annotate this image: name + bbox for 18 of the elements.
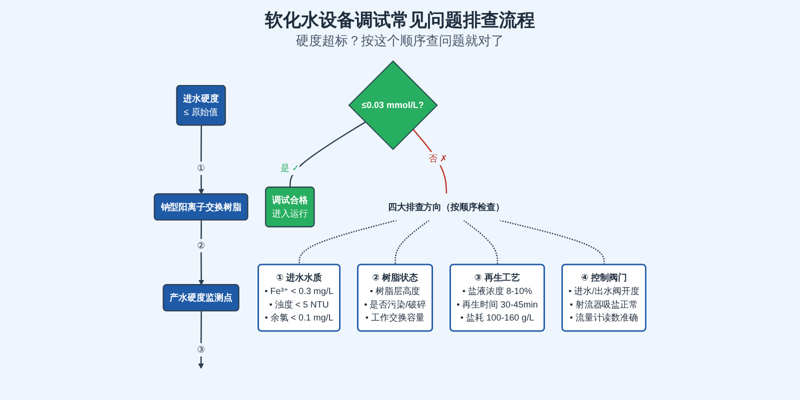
connector [290,122,366,188]
edge-label: 是 ✓ [280,162,300,174]
edge-label: ③ [197,344,206,355]
arrow [198,125,204,194]
connector [463,220,498,265]
edge-label: ② [197,240,206,250]
edge-label: 否 ✗ [428,153,448,164]
edge-label: ① [197,162,206,174]
connector [500,220,605,265]
connector [412,128,448,194]
subtitle: 硬度超标？按这个顺序查问题就对了 [296,32,504,50]
connector [298,220,397,265]
arrow [198,311,204,369]
arrow [198,220,204,286]
node-diamond: ≤0.03 mmol/L? [348,60,438,150]
node-text: 四大排查方向（按顺序检查） [388,202,504,212]
diagram-title: 软化水设备调试常见问题排查流程 [265,9,535,32]
connector [394,220,430,265]
